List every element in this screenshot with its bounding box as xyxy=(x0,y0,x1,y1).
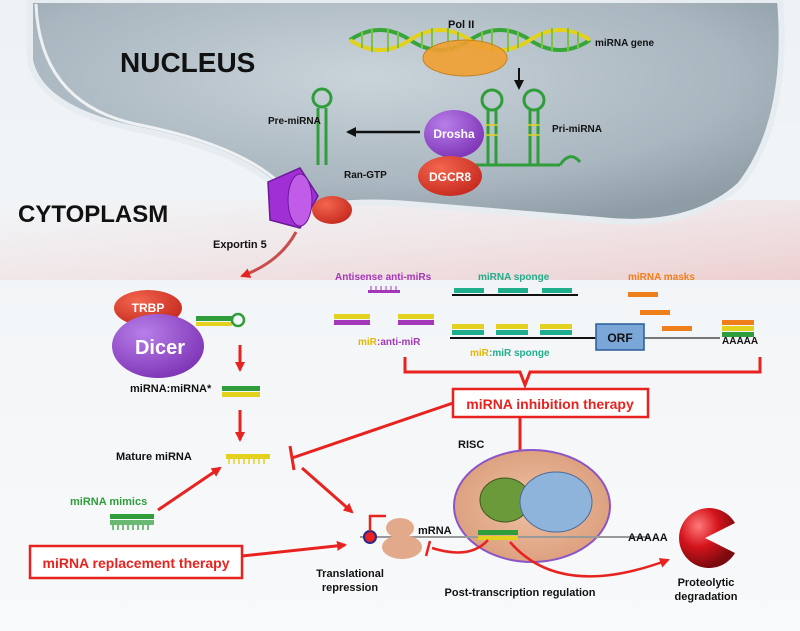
mirna-mimics-icon xyxy=(110,514,154,530)
mir-antimir-label-a: miR xyxy=(358,337,378,348)
pre-mirna-hairpin-icon xyxy=(311,87,333,165)
replacement-therapy-box xyxy=(28,544,244,580)
inhibition-therapy-box xyxy=(451,387,650,419)
drosha-protein-icon xyxy=(424,110,484,158)
dicer-protein-icon xyxy=(112,314,204,378)
degradation-arrow xyxy=(509,541,670,578)
post-transcription-label: Post-transcription regulation xyxy=(445,587,596,599)
mir-sponge-label-a: miR xyxy=(470,348,490,359)
sponge-label: miRNA sponge xyxy=(478,272,550,283)
export-arrow xyxy=(240,231,298,278)
pri-mirna-hairpins-icon xyxy=(470,88,582,167)
mir-antimir-duplex-icon xyxy=(334,314,434,325)
risc-label: RISC xyxy=(458,439,484,451)
inhibitor-brace xyxy=(403,357,762,390)
inhibition-therapy-label: miRNA inhibition therapy xyxy=(466,396,634,412)
mir-sponge-duplex-icon xyxy=(450,324,595,339)
masks-label: miRNA masks xyxy=(628,272,695,283)
pri-mirna-label: Pri-miRNA xyxy=(552,124,602,135)
loading-arrow xyxy=(301,466,354,514)
risc-subunit-blue xyxy=(519,471,593,533)
inhibition-bar-mature xyxy=(288,445,296,471)
degradation-label: degradation xyxy=(675,591,738,603)
mirna-masks-icon xyxy=(628,292,692,331)
dgcr8-protein-icon xyxy=(418,156,482,196)
translational-label: Translational xyxy=(316,568,384,580)
pol-ii-label: Pol II xyxy=(448,19,474,31)
pre-mirna-label: Pre-miRNA xyxy=(268,116,321,127)
repression-label: repression xyxy=(322,582,379,594)
polya-bottom-label: AAAAA xyxy=(628,532,668,544)
pol-ii-enzyme-icon xyxy=(422,39,508,77)
replacement-arrow xyxy=(241,540,347,558)
risc-bound-mirna-icon xyxy=(478,530,518,540)
nucleus-label: NUCLEUS xyxy=(120,47,255,78)
cytoplasm-label: CYTOPLASM xyxy=(18,201,168,228)
mimics-arrow xyxy=(157,466,222,512)
ran-gtp-protein-icon xyxy=(312,196,352,224)
drosha-label: Drosha xyxy=(433,127,475,141)
nucleus-membrane-highlight xyxy=(34,3,284,187)
repression-bar xyxy=(424,540,432,557)
orf-box xyxy=(595,323,645,351)
antisense-label: Antisense anti-miRs xyxy=(335,272,432,283)
five-prime-cap-icon xyxy=(363,530,377,544)
mirna-duplex-icon xyxy=(222,386,260,397)
dgcr8-label: DGCR8 xyxy=(429,170,471,184)
pri-mirna-yellow-marks xyxy=(486,124,540,136)
orf-label: ORF xyxy=(607,331,632,345)
ribosome-large-icon xyxy=(382,535,422,559)
mimics-label: miRNA mimics xyxy=(70,496,147,508)
antisense-strand-icon xyxy=(368,286,400,293)
ribosome-small-icon xyxy=(386,518,414,538)
polya-top-label: AAAAA xyxy=(722,336,758,347)
exportin-5-channel-icon xyxy=(267,167,319,229)
masked-mrna-site-icon xyxy=(722,320,754,337)
proteolytic-label: Proteolytic xyxy=(678,577,735,589)
mature-mirna-icon xyxy=(226,454,270,464)
trbp-label: TRBP xyxy=(132,301,165,315)
proteolytic-sphere-icon xyxy=(679,508,735,568)
inhibition-line-mature xyxy=(291,401,454,460)
dicer-bound-hairpin-icon xyxy=(196,312,246,328)
duplex-label: miRNA:miRNA* xyxy=(130,383,212,395)
mir-antimir-label-b: :anti-miR xyxy=(377,337,421,348)
ran-gtp-label: Ran-GTP xyxy=(344,170,387,181)
replacement-therapy-label: miRNA replacement therapy xyxy=(43,555,230,571)
repression-line xyxy=(431,539,489,554)
exportin-5-label: Exportin 5 xyxy=(213,239,267,251)
mrna-label: mRNA xyxy=(418,525,452,537)
translation-start-arrow xyxy=(368,514,386,531)
sponge-strand-icon xyxy=(452,288,578,296)
mature-mirna-label: Mature miRNA xyxy=(116,451,192,463)
dicer-label: Dicer xyxy=(135,337,185,359)
mir-sponge-label-b: :miR sponge xyxy=(489,348,550,359)
mirna-gene-label: miRNA gene xyxy=(595,38,655,49)
